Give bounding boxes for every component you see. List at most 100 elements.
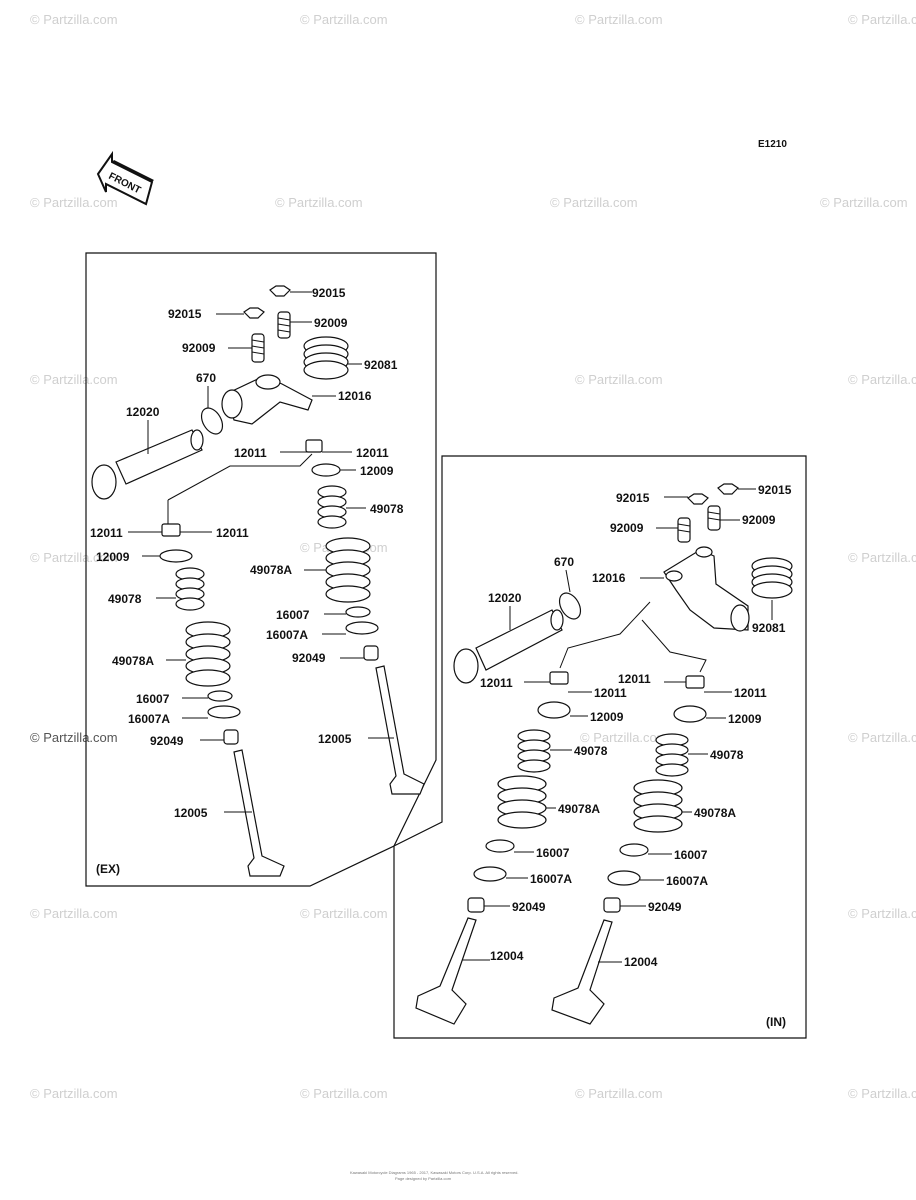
outer-spring-part xyxy=(497,775,547,829)
part-number-16007[interactable]: 16007 xyxy=(276,608,310,622)
part-number-12004[interactable]: 12004 xyxy=(624,955,658,969)
part-number-12016[interactable]: 12016 xyxy=(592,571,626,585)
watermark: © Partzilla.com xyxy=(575,12,663,27)
part-number-92015[interactable]: 92015 xyxy=(168,307,202,321)
nut-part xyxy=(243,307,265,319)
valve-part xyxy=(375,665,425,795)
watermark: © Partzilla.com xyxy=(30,12,118,27)
valve-seal-part xyxy=(603,897,621,913)
part-number-670[interactable]: 670 xyxy=(554,555,574,569)
part-number-12011[interactable]: 12011 xyxy=(216,526,249,540)
part-number-92049[interactable]: 92049 xyxy=(512,900,546,914)
part-number-92081[interactable]: 92081 xyxy=(752,621,786,635)
part-number-12009[interactable]: 12009 xyxy=(728,712,762,726)
inner-spring-part xyxy=(517,729,551,773)
rocker-arm-part xyxy=(221,374,313,425)
part-number-92015[interactable]: 92015 xyxy=(758,483,792,497)
part-number-12004[interactable]: 12004 xyxy=(490,949,524,963)
part-number-16007[interactable]: 16007 xyxy=(536,846,570,860)
outer-spring-part xyxy=(325,537,371,603)
part-number-92009[interactable]: 92009 xyxy=(182,341,216,355)
in-panel-tag: (IN) xyxy=(766,1015,786,1029)
part-number-12011[interactable]: 12011 xyxy=(480,676,513,690)
part-number-49078A[interactable]: 49078A xyxy=(250,563,292,577)
part-number-16007A[interactable]: 16007A xyxy=(666,874,708,888)
part-number-92049[interactable]: 92049 xyxy=(292,651,326,665)
rocker-arm-part xyxy=(663,546,750,632)
inner-spring-part xyxy=(175,567,205,611)
part-number-16007A[interactable]: 16007A xyxy=(530,872,572,886)
in-panel-frame xyxy=(393,455,807,1039)
part-number-12011[interactable]: 12011 xyxy=(356,446,389,460)
watermark: © Partzilla.com xyxy=(848,372,916,387)
part-number-12020[interactable]: 12020 xyxy=(488,591,522,605)
part-number-49078A[interactable]: 49078A xyxy=(112,654,154,668)
part-number-12011[interactable]: 12011 xyxy=(734,686,767,700)
part-number-12009[interactable]: 12009 xyxy=(96,550,130,564)
part-number-49078A[interactable]: 49078A xyxy=(694,806,736,820)
watermark: © Partzilla.com xyxy=(848,906,916,921)
diagram-code: E1210 xyxy=(758,139,787,150)
adjust-screw-part xyxy=(251,333,265,363)
part-number-92081[interactable]: 92081 xyxy=(364,358,398,372)
watermark: © Partzilla.com xyxy=(300,12,388,27)
part-number-49078[interactable]: 49078 xyxy=(710,748,744,762)
part-number-12009[interactable]: 12009 xyxy=(590,710,624,724)
part-number-670[interactable]: 670 xyxy=(196,371,216,385)
watermark: © Partzilla.com xyxy=(550,195,638,210)
keeper-part xyxy=(161,523,181,537)
part-number-49078[interactable]: 49078 xyxy=(108,592,142,606)
spring-seat-part xyxy=(345,621,379,635)
watermark: © Partzilla.com xyxy=(30,1086,118,1101)
adjust-screw-part xyxy=(707,505,721,531)
part-number-12011[interactable]: 12011 xyxy=(618,672,651,686)
leader-lines xyxy=(462,488,773,963)
retainer-part xyxy=(537,701,571,719)
rocker-shaft-part xyxy=(453,609,564,684)
part-number-12011[interactable]: 12011 xyxy=(90,526,123,540)
part-number-92009[interactable]: 92009 xyxy=(742,513,776,527)
adjust-screw-part xyxy=(677,517,691,543)
spring-seat-part xyxy=(473,866,507,882)
watermark: © Partzilla.com xyxy=(300,1086,388,1101)
part-number-12020[interactable]: 12020 xyxy=(126,405,160,419)
valve-seal-part xyxy=(223,729,239,745)
spring-seat-part xyxy=(345,606,371,618)
part-number-92015[interactable]: 92015 xyxy=(312,286,346,300)
valve-seal-part xyxy=(467,897,485,913)
spring-seat-part xyxy=(485,839,515,853)
part-number-12005[interactable]: 12005 xyxy=(318,732,352,746)
part-number-49078A[interactable]: 49078A xyxy=(558,802,600,816)
part-number-12005[interactable]: 12005 xyxy=(174,806,208,820)
part-number-92009[interactable]: 92009 xyxy=(610,521,644,535)
ex-panel-tag: (EX) xyxy=(96,862,120,876)
watermark: © Partzilla.com xyxy=(300,906,388,921)
valve-seal-part xyxy=(363,645,379,661)
part-number-49078[interactable]: 49078 xyxy=(370,502,404,516)
keeper-part xyxy=(685,675,705,689)
part-number-12011[interactable]: 12011 xyxy=(234,446,267,460)
part-number-12011[interactable]: 12011 xyxy=(594,686,627,700)
watermark: © Partzilla.com xyxy=(848,730,916,745)
part-number-92009[interactable]: 92009 xyxy=(314,316,348,330)
watermark: © Partzilla.com xyxy=(580,730,668,745)
part-number-16007A[interactable]: 16007A xyxy=(266,628,308,642)
watermark: © Partzilla.com xyxy=(30,906,118,921)
part-number-92015[interactable]: 92015 xyxy=(616,491,650,505)
watermark: © Partzilla.com xyxy=(30,550,118,565)
rocker-shaft-part xyxy=(91,429,204,500)
part-number-16007A[interactable]: 16007A xyxy=(128,712,170,726)
part-number-92049[interactable]: 92049 xyxy=(648,900,682,914)
part-number-92049[interactable]: 92049 xyxy=(150,734,184,748)
inner-spring-part xyxy=(655,733,689,777)
o-ring-part xyxy=(558,592,582,620)
watermark: © Partzilla.com xyxy=(30,730,118,745)
part-number-16007[interactable]: 16007 xyxy=(136,692,170,706)
part-number-16007[interactable]: 16007 xyxy=(674,848,708,862)
watermark: © Partzilla.com xyxy=(820,195,908,210)
spring-seat-part xyxy=(619,843,649,857)
keeper-part xyxy=(549,671,569,685)
part-number-12016[interactable]: 12016 xyxy=(338,389,372,403)
part-number-49078[interactable]: 49078 xyxy=(574,744,608,758)
part-number-12009[interactable]: 12009 xyxy=(360,464,394,478)
